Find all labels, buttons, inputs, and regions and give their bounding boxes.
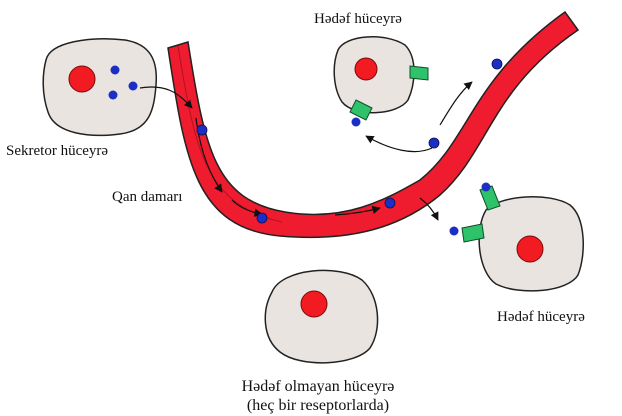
secretory-cell xyxy=(43,39,156,136)
hormone-molecule xyxy=(450,227,459,236)
label-secretory-cell: Sekretor hüceyrə xyxy=(6,143,108,159)
label-non-target-note: (heç bir reseptorlarda) xyxy=(247,397,389,414)
hormone-molecule xyxy=(197,125,207,135)
label-non-target-cell: Hədəf olmayan hüceyrə xyxy=(242,378,395,395)
hormone-molecule xyxy=(492,59,502,69)
label-target-cell-right: Hədəf hüceyrə xyxy=(497,309,585,325)
binding-arrow xyxy=(366,136,432,152)
hormone-molecule xyxy=(129,82,138,91)
non-target-cell xyxy=(265,270,377,362)
nucleus xyxy=(517,236,543,262)
label-target-cell-top: Hədəf hüceyrə xyxy=(314,11,402,27)
hormone-molecule xyxy=(482,183,491,192)
nucleus xyxy=(355,58,377,80)
receptor xyxy=(410,66,428,80)
hormone-molecule xyxy=(111,66,120,75)
cell-membrane xyxy=(265,270,377,362)
cell-membrane xyxy=(43,39,156,136)
hormone-molecule xyxy=(109,91,118,100)
nucleus xyxy=(69,66,95,92)
hormone-molecule xyxy=(385,198,395,208)
target-cell-right xyxy=(450,183,584,291)
hormone-molecule xyxy=(429,138,439,148)
label-blood-vessel: Qan damarı xyxy=(112,189,182,205)
nucleus xyxy=(301,291,327,317)
target-cell-top xyxy=(334,37,428,127)
hormone-molecule xyxy=(257,213,267,223)
flow-arrow xyxy=(440,82,472,125)
hormone-molecule xyxy=(352,118,361,127)
